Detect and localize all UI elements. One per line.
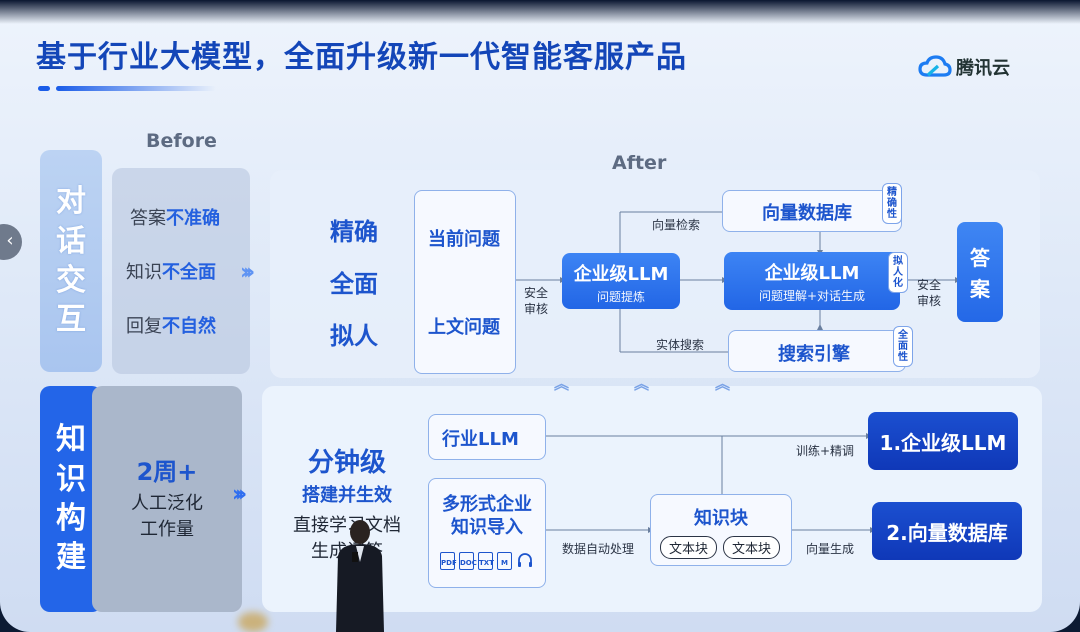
prev-slide-icon[interactable]: ‹ <box>0 224 22 260</box>
category-knowledge-char: 建 <box>56 540 86 576</box>
knowledge-chunk-title: 知识块 <box>694 508 748 529</box>
context-question: 上文问题 <box>428 317 500 338</box>
before-header: Before <box>146 130 217 152</box>
vector-db-box <box>722 190 902 232</box>
tencent-cloud-icon <box>918 55 952 77</box>
category-dialog-char: 对 <box>56 184 86 220</box>
category-knowledge: 知 识 构 建 <box>40 386 102 612</box>
vector-search-label: 向量检索 <box>652 218 701 232</box>
enterprise-llm-refine: 企业级LLM 问题提炼 <box>562 253 680 309</box>
before-knowledge-text: 2周+ 人工泛化 工作量 <box>92 452 242 541</box>
enterprise-llm-generate: 企业级LLM 问题理解+对话生成 <box>724 252 900 310</box>
after-header: After <box>612 152 667 174</box>
file-icons: PDF DOC TXT M <box>440 552 534 570</box>
minute-level-line1: 直接学习文档 <box>293 515 401 536</box>
text-chunk-pill: 文本块 <box>723 536 781 559</box>
title-accent-bar <box>56 86 216 91</box>
logo-text: 腾讯云 <box>956 58 1010 79</box>
industry-llm-title: 行业LLM <box>442 429 519 450</box>
comprehensive-tag: 全面性 <box>893 326 913 367</box>
llm2-sub: 问题理解+对话生成 <box>758 289 866 303</box>
search-engine-box <box>728 330 906 372</box>
stage-light <box>238 612 268 632</box>
category-knowledge-char: 构 <box>56 501 86 536</box>
before-knowledge-box <box>92 386 242 612</box>
before-knowledge-time: 2周+ <box>136 458 198 486</box>
headset-icon <box>518 553 532 567</box>
markdown-icon: M <box>497 552 512 570</box>
safety-review-left: 安全审核 <box>524 286 549 316</box>
train-finetune-label: 训练+精调 <box>796 444 855 458</box>
slide-title: 基于行业大模型，全面升级新一代智能客服产品 <box>36 40 687 75</box>
humanlike-tag: 拟人化 <box>888 252 908 293</box>
entity-search-label: 实体搜索 <box>656 338 705 352</box>
text-chunk-pill: 文本块 <box>660 536 718 559</box>
answer-char: 答 <box>970 246 990 270</box>
quality-precise: 精确 <box>330 218 378 246</box>
vector-db-title: 向量数据库 <box>762 203 852 224</box>
doc-icon: DOC <box>459 552 477 570</box>
answer-char: 案 <box>970 277 990 301</box>
output-enterprise-llm: 1.企业级LLM <box>868 412 1018 470</box>
output-vector-db: 2.向量数据库 <box>872 502 1022 560</box>
industry-llm-box <box>428 414 546 460</box>
question-box <box>414 190 516 374</box>
vector-gen-label: 向量生成 <box>806 542 855 556</box>
chevron-up-icon: ︽ <box>634 375 650 393</box>
txt-icon: TXT <box>478 552 494 570</box>
title-accent-dot <box>38 86 50 91</box>
answer-box: 答 案 <box>957 222 1003 322</box>
llm2-title: 企业级LLM <box>764 263 860 284</box>
logo: 腾讯云 <box>918 54 1010 80</box>
chevron-up-icon: ︽ <box>554 375 570 393</box>
before-issue: 知识不全面 <box>126 262 216 283</box>
multi-import-title: 多形式企业知识导入 <box>442 494 532 538</box>
llm1-sub: 问题提炼 <box>596 290 645 304</box>
auto-process-label: 数据自动处理 <box>562 542 635 556</box>
safety-review-right: 安全审核 <box>917 278 942 308</box>
llm1-title: 企业级LLM <box>573 264 669 285</box>
chevron-up-icon: ︽ <box>715 375 731 393</box>
before-issue: 回复不自然 <box>126 316 216 337</box>
category-dialog-char: 交 <box>56 263 86 298</box>
category-dialog-char: 互 <box>56 302 86 338</box>
before-dialog-box <box>112 168 250 374</box>
category-knowledge-char: 识 <box>56 461 86 497</box>
category-knowledge-char: 知 <box>56 422 86 458</box>
search-engine-title: 搜索引擎 <box>778 344 850 365</box>
before-issue: 答案不准确 <box>130 208 220 229</box>
current-question: 当前问题 <box>428 229 500 250</box>
top-shadow <box>0 0 1080 24</box>
minute-level-sub: 搭建并生效 <box>302 485 392 506</box>
before-knowledge-line1: 人工泛化 <box>131 493 203 514</box>
minute-level-headline: 分钟级 <box>307 448 386 478</box>
quality-humanlike: 拟人 <box>330 322 378 350</box>
precision-tag: 精确性 <box>882 183 902 224</box>
category-dialog: 对 话 交 互 <box>40 150 102 372</box>
pdf-icon: PDF <box>440 552 457 570</box>
quality-comprehensive: 全面 <box>330 270 378 298</box>
category-dialog-char: 话 <box>56 223 86 259</box>
knowledge-chunk-pills: 文本块 文本块 <box>660 536 781 559</box>
presenter-figure <box>336 520 384 632</box>
before-knowledge-line2: 工作量 <box>140 519 194 540</box>
